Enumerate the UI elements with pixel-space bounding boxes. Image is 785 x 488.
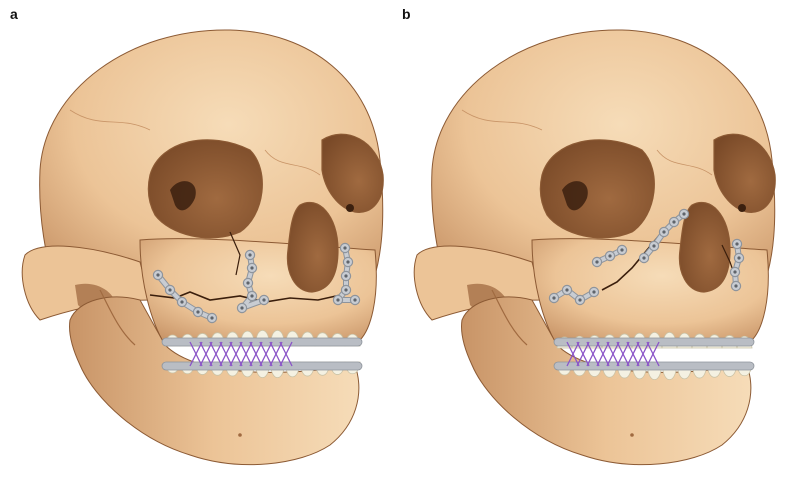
wire-loop [566, 341, 580, 367]
wire-loop [189, 341, 203, 367]
suture-line [656, 149, 713, 176]
optic-foramen [346, 204, 354, 212]
fixation-plate-nasomaxillary [332, 242, 361, 306]
skull-illustration-b [413, 29, 776, 466]
wire-loop [606, 341, 620, 367]
right-orbit [321, 133, 384, 213]
suture-line [461, 109, 543, 131]
panel-label-b: b [402, 6, 411, 22]
nasal-aperture [678, 201, 731, 293]
fixation-plate-zygomaticomaxillary [548, 284, 600, 306]
skull [21, 29, 384, 466]
left-orbit [539, 139, 655, 239]
mental-foramen [630, 433, 634, 437]
orbital-fissure [170, 181, 196, 211]
wire-loop [249, 341, 263, 367]
wire-loop [279, 341, 293, 367]
wire-loop [636, 341, 650, 367]
fixation-plate-infraorbital [236, 249, 270, 314]
skull [413, 29, 776, 466]
wire-loop [209, 341, 223, 367]
wire-loop [626, 341, 640, 367]
intermaxillary-wires [566, 341, 660, 367]
wire-loop [199, 341, 213, 367]
mandibular-notch [491, 289, 528, 346]
wire-loop [259, 341, 273, 367]
mental-foramen [238, 433, 242, 437]
suture-line [69, 109, 151, 131]
suture-line [264, 149, 321, 176]
right-orbit [713, 133, 776, 213]
wire-loop [269, 341, 283, 367]
wire-loop [219, 341, 233, 367]
fixation-plate-nasomaxillary [729, 238, 745, 292]
mandibular-notch [99, 289, 136, 346]
fracture-line [229, 231, 241, 276]
wire-loop [616, 341, 630, 367]
wire-loop [586, 341, 600, 367]
orbital-fissure [562, 181, 588, 211]
fixation-plate-zygomaticomaxillary [152, 269, 218, 324]
wire-loop [229, 341, 243, 367]
fixation-plate-orbital-floor [591, 244, 628, 268]
nasal-aperture [286, 201, 339, 293]
panel-label-a: a [10, 6, 18, 22]
panel-b: b [392, 0, 784, 488]
optic-foramen [738, 204, 746, 212]
upper-arch-bar [553, 337, 755, 347]
wire-loop [576, 341, 590, 367]
fixation-plate-infraorbital [638, 208, 690, 264]
wire-loop [239, 341, 253, 367]
intermaxillary-wires [189, 341, 293, 367]
wire-loop [596, 341, 610, 367]
left-orbit [147, 139, 263, 239]
skull-illustration-a [21, 29, 384, 466]
panel-a: a [0, 0, 392, 488]
lower-arch-bar [553, 361, 755, 371]
wire-loop [646, 341, 660, 367]
